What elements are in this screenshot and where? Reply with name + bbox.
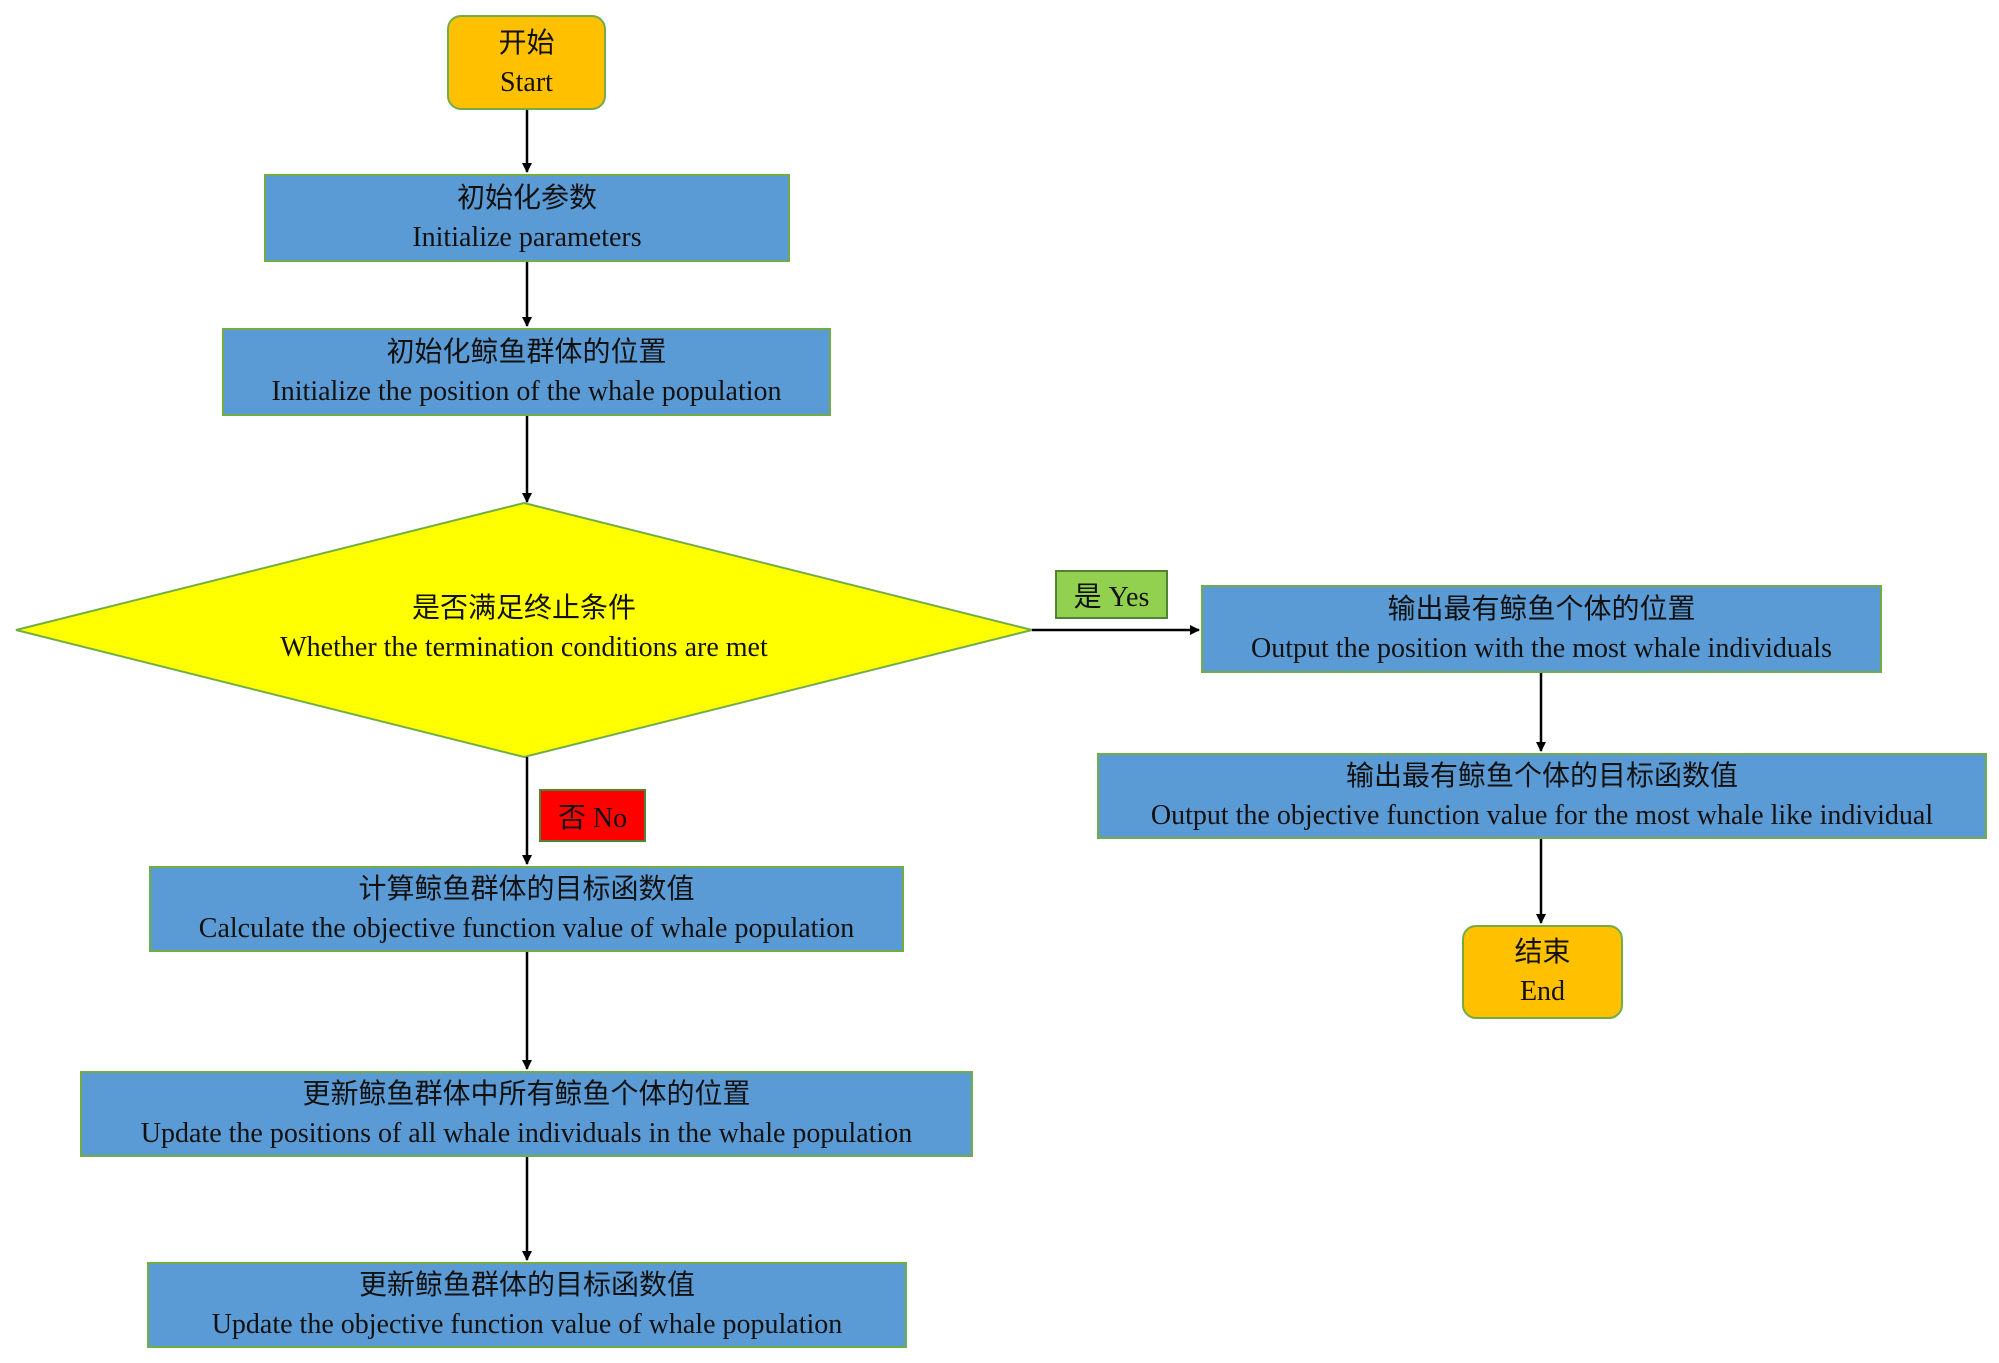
decision-node-text: 是否满足终止条件 Whether the termination conditi…: [12, 500, 1036, 756]
start-node-en: Start: [500, 66, 553, 98]
output-position-en: Output the position with the most whale …: [1251, 633, 1832, 664]
update-positions-zh: 更新鲸鱼群体中所有鲸鱼个体的位置: [302, 1079, 751, 1110]
output-objective-node: 输出最有鲸鱼个体的目标函数值 Output the objective func…: [1097, 753, 1987, 839]
init-positions-en: Initialize the position of the whale pop…: [271, 376, 782, 407]
update-objective-zh: 更新鲸鱼群体的目标函数值: [358, 1270, 695, 1301]
update-objective-node: 更新鲸鱼群体的目标函数值 Update the objective functi…: [147, 1262, 907, 1348]
init-positions-node: 初始化鲸鱼群体的位置 Initialize the position of th…: [222, 328, 831, 416]
calc-objective-node: 计算鲸鱼群体的目标函数值 Calculate the objective fun…: [149, 866, 904, 952]
init-params-en: Initialize parameters: [412, 222, 642, 253]
update-positions-en: Update the positions of all whale indivi…: [140, 1118, 913, 1149]
calc-objective-en: Calculate the objective function value o…: [198, 913, 855, 944]
init-positions-zh: 初始化鲸鱼群体的位置: [386, 337, 667, 368]
start-node-zh: 开始: [498, 27, 555, 59]
end-node-zh: 结束: [1514, 937, 1571, 968]
yes-branch-label: 是 Yes: [1055, 570, 1168, 619]
init-params-node: 初始化参数 Initialize parameters: [264, 174, 790, 262]
output-objective-en: Output the objective function value for …: [1150, 800, 1934, 831]
output-position-zh: 输出最有鲸鱼个体的位置: [1387, 594, 1696, 625]
output-position-node: 输出最有鲸鱼个体的位置 Output the position with the…: [1201, 585, 1882, 673]
end-node: 结束 End: [1462, 925, 1623, 1019]
decision-diamond: [15, 501, 1033, 759]
update-objective-en: Update the objective function value of w…: [211, 1309, 843, 1340]
no-branch-label: 否 No: [539, 789, 646, 842]
output-objective-zh: 输出最有鲸鱼个体的目标函数值: [1345, 761, 1738, 792]
init-params-zh: 初始化参数: [456, 183, 597, 214]
start-node: 开始 Start: [447, 15, 606, 110]
decision-zh: 是否满足终止条件: [411, 593, 636, 624]
calc-objective-zh: 计算鲸鱼群体的目标函数值: [358, 874, 695, 905]
decision-en: Whether the termination conditions are m…: [280, 632, 768, 663]
update-positions-node: 更新鲸鱼群体中所有鲸鱼个体的位置 Update the positions of…: [80, 1071, 973, 1157]
end-node-en: End: [1519, 976, 1566, 1007]
